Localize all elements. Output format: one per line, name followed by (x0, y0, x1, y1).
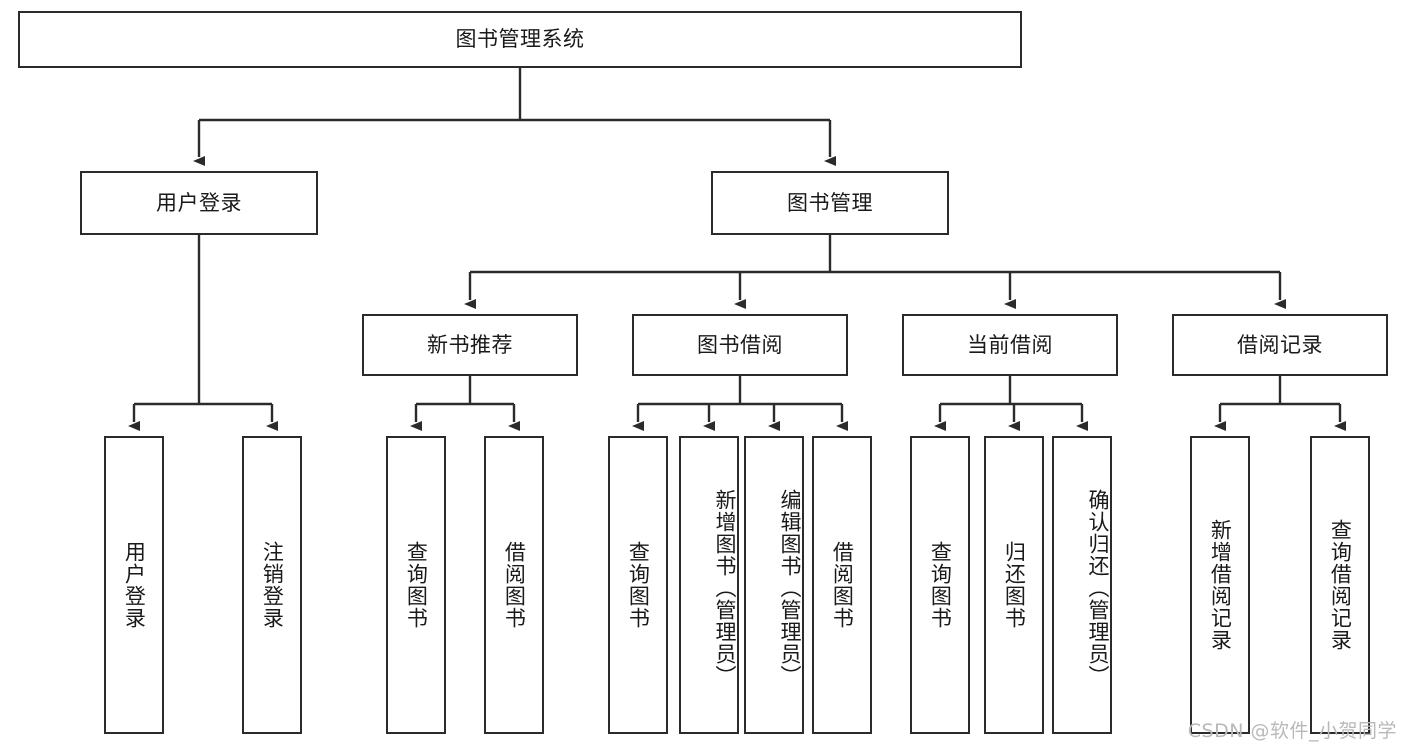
node-leaf-add-book[interactable]: 新增图书（管理员） (679, 436, 739, 734)
node-label: 查询图书 (626, 541, 651, 629)
node-book-manage[interactable]: 图书管理 (711, 171, 949, 235)
node-root[interactable]: 图书管理系统 (18, 11, 1022, 68)
node-label: 图书借阅 (697, 332, 783, 357)
node-leaf-user-logout[interactable]: 注销登录 (242, 436, 302, 734)
node-label: 借阅图书 (502, 541, 527, 629)
node-leaf-return-book[interactable]: 归还图书 (984, 436, 1044, 734)
node-label: 图书管理系统 (455, 27, 585, 52)
node-new-book-rec[interactable]: 新书推荐 (362, 314, 578, 376)
node-label: 查询图书 (404, 541, 429, 629)
node-leaf-query-book-2[interactable]: 查询图书 (608, 436, 668, 734)
node-label: 借阅图书 (830, 541, 855, 629)
node-leaf-confirm-return[interactable]: 确认归还（管理员） (1052, 436, 1112, 734)
node-label: 查询借阅记录 (1328, 519, 1353, 651)
node-leaf-borrow-book-1[interactable]: 借阅图书 (484, 436, 544, 734)
node-leaf-query-book-3[interactable]: 查询图书 (910, 436, 970, 734)
node-label: 新增图书（管理员） (713, 489, 737, 687)
node-label: 查询图书 (928, 541, 953, 629)
node-label: 当前借阅 (967, 332, 1053, 357)
node-user-login[interactable]: 用户登录 (80, 171, 318, 235)
node-book-borrow[interactable]: 图书借阅 (632, 314, 848, 376)
node-label: 新增借阅记录 (1208, 519, 1233, 651)
node-label: 借阅记录 (1237, 332, 1323, 357)
node-label: 新书推荐 (427, 332, 513, 357)
node-label: 编辑图书（管理员） (778, 489, 802, 687)
node-leaf-borrow-book-2[interactable]: 借阅图书 (812, 436, 872, 734)
node-label: 用户登录 (122, 541, 147, 629)
node-leaf-edit-book[interactable]: 编辑图书（管理员） (744, 436, 804, 734)
node-label: 用户登录 (156, 190, 242, 215)
node-leaf-query-book-1[interactable]: 查询图书 (386, 436, 446, 734)
node-label: 图书管理 (787, 190, 873, 215)
node-leaf-add-record[interactable]: 新增借阅记录 (1190, 436, 1250, 734)
node-label: 注销登录 (260, 541, 285, 629)
node-label: 确认归还（管理员） (1086, 489, 1110, 687)
node-leaf-user-login[interactable]: 用户登录 (104, 436, 164, 734)
node-label: 归还图书 (1002, 541, 1027, 629)
node-leaf-query-record[interactable]: 查询借阅记录 (1310, 436, 1370, 734)
node-current-borrow[interactable]: 当前借阅 (902, 314, 1118, 376)
node-borrow-record[interactable]: 借阅记录 (1172, 314, 1388, 376)
